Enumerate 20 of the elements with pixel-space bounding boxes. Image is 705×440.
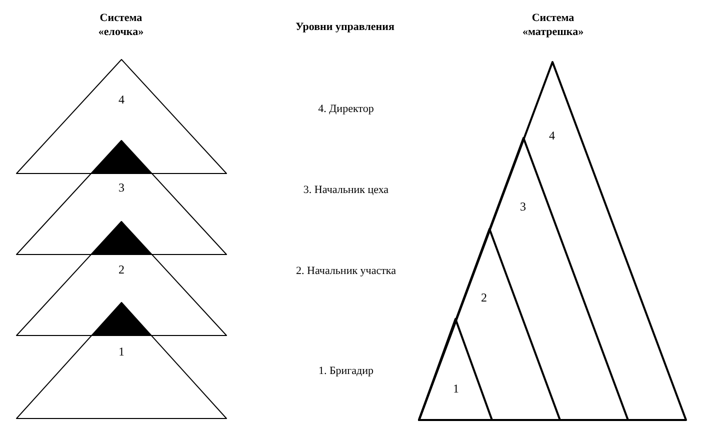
triangle [16, 59, 227, 174]
level-number: 2 [118, 264, 124, 276]
column-heading: Уровни управления [296, 20, 394, 34]
level-number: 1 [453, 382, 459, 396]
level-number: 3 [118, 182, 124, 194]
level-label: 1. Бригадир [318, 364, 374, 378]
level-label: 3. Начальник цеха [303, 183, 389, 197]
column-heading: Система «матрешка» [522, 11, 584, 39]
triangle [16, 302, 227, 419]
triangle [418, 61, 687, 421]
level-label: 4. Директор [318, 102, 374, 116]
level-number: 1 [118, 346, 124, 358]
level-number: 3 [520, 200, 526, 214]
level-label: 2. Начальник участка [296, 264, 396, 278]
level-number: 4 [549, 130, 555, 142]
triangle [418, 318, 493, 421]
level-number: 2 [481, 292, 487, 304]
triangle [418, 228, 561, 421]
column-heading: Система «елочка» [98, 11, 144, 39]
level-number: 4 [118, 94, 124, 106]
